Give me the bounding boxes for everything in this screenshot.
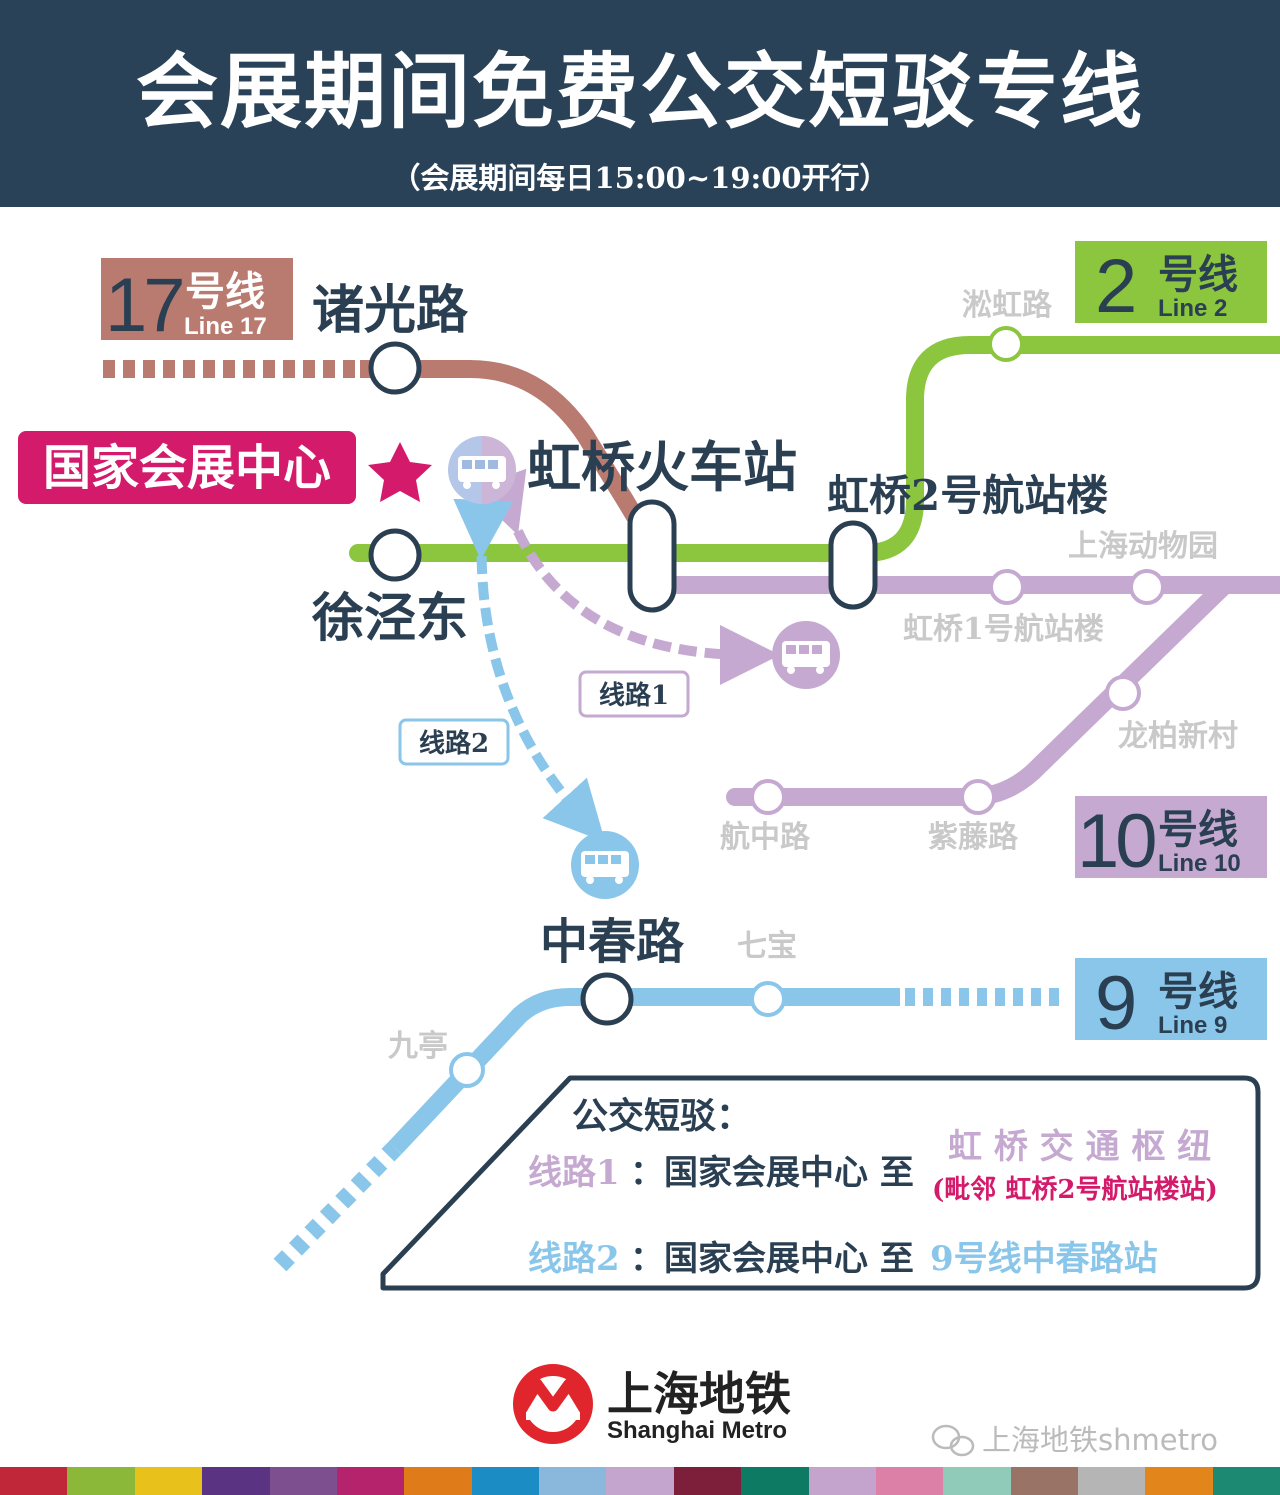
interchange-hongqiao-t2: [828, 520, 878, 610]
label-zhongchunlu: 中春路: [540, 914, 685, 970]
bus-stop-route1-icon: [772, 621, 840, 689]
station-xujingdong: [368, 528, 422, 582]
legend-route2-from: ：国家会展中心 至: [630, 1239, 914, 1279]
line9-badge: 9 号线 Line 9: [1075, 958, 1267, 1046]
color-strip: [0, 1467, 1280, 1495]
svg-text:号线: 号线: [1158, 252, 1238, 298]
legend-box: 公交短驳： 线路1 ：国家会展中心 至 虹 桥 交 通 枢 纽 (毗邻 虹桥2号…: [380, 1075, 1261, 1291]
header-banner: 会展期间免费公交短驳专线 （会展期间每日15:00~19:00开行）: [0, 0, 1280, 207]
label-longbai: 龙柏新村: [1118, 719, 1238, 754]
svg-text:Line 2: Line 2: [1158, 295, 1227, 322]
station-jiuting: [449, 1052, 485, 1088]
color-strip-segment: [673, 1467, 742, 1495]
label-hongqiao-t2: 虹桥2号航站楼: [827, 471, 1108, 520]
svg-text:号线: 号线: [185, 269, 265, 315]
svg-text:号线: 号线: [1158, 969, 1238, 1015]
station-qibao: [750, 981, 786, 1017]
color-strip-segment: [1078, 1467, 1146, 1495]
station-songhonglu: [988, 326, 1024, 362]
interchange-hongqiao-station: [627, 499, 677, 613]
svg-text:2: 2: [1095, 244, 1137, 329]
bus-stop-route2-icon: [571, 831, 639, 899]
label-shanghai-zoo: 上海动物园: [1068, 529, 1218, 564]
page-title: 会展期间免费公交短驳专线: [135, 44, 1144, 140]
svg-text:号线: 号线: [1158, 807, 1238, 853]
color-strip-segment: [0, 1467, 68, 1495]
svg-text:线路1: 线路1: [599, 680, 669, 711]
color-strip-segment: [269, 1467, 337, 1495]
legend-route1-name: 线路1: [528, 1153, 620, 1193]
logo-en: Shanghai Metro: [607, 1417, 787, 1444]
route2-tag: 线路2: [398, 718, 510, 766]
station-zhuguanglu: [368, 341, 422, 395]
label-xujingdong: 徐泾东: [311, 588, 468, 649]
station-hangzhonglu: [750, 779, 786, 815]
star-icon: [368, 442, 432, 502]
legend-route1-to: 虹 桥 交 通 枢 纽: [948, 1127, 1211, 1167]
color-strip-segment: [875, 1467, 944, 1495]
bus-route-2: [453, 498, 606, 843]
shanghai-metro-logo: 上海地铁 Shanghai Metro: [513, 1364, 791, 1444]
color-strip-segment: [943, 1467, 1011, 1495]
legend-route2-name: 线路2: [528, 1239, 620, 1279]
color-strip-segment: [471, 1467, 539, 1495]
color-strip-segment: [67, 1467, 135, 1495]
svg-text:10: 10: [1077, 799, 1155, 884]
logo-cn: 上海地铁: [607, 1367, 791, 1421]
color-strip-segment: [202, 1467, 270, 1495]
label-hongqiao-station: 虹桥火车站: [527, 435, 797, 499]
label-jiuting: 九亭: [388, 1029, 448, 1064]
color-strip-segment: [1010, 1467, 1078, 1495]
color-strip-segment: [808, 1467, 876, 1495]
svg-text:17: 17: [105, 263, 182, 348]
svg-text:Line 17: Line 17: [184, 313, 267, 340]
label-zhuguanglu: 诸光路: [312, 280, 469, 341]
svg-text:线路2: 线路2: [419, 728, 489, 759]
station-shanghai-zoo: [1129, 569, 1165, 605]
color-strip-segment: [741, 1467, 809, 1495]
line10-badge: 10 号线 Line 10: [1075, 796, 1267, 884]
venue-label-box: [18, 431, 356, 504]
watermark-text: 上海地铁shmetro: [982, 1423, 1218, 1457]
label-hangzhonglu: 航中路: [720, 820, 811, 855]
bus-stop-venue-icon: [448, 436, 516, 504]
legend-route1-from: ：国家会展中心 至: [630, 1153, 914, 1193]
svg-text:9: 9: [1095, 961, 1137, 1046]
station-hongqiao-t1: [989, 569, 1025, 605]
color-strip-segment: [404, 1467, 472, 1495]
color-strip-segment: [1212, 1467, 1280, 1495]
station-zhongchunlu: [580, 972, 634, 1026]
line2-badge: 2 号线 Line 2: [1075, 241, 1267, 329]
legend-heading: 公交短驳：: [572, 1095, 752, 1137]
legend-route1-note: (毗邻 虹桥2号航站楼站): [932, 1174, 1218, 1205]
label-hongqiao-t1: 虹桥1号航站楼: [903, 612, 1104, 647]
legend-route2-to: 9号线中春路站: [930, 1239, 1158, 1279]
color-strip-segment: [134, 1467, 203, 1495]
label-songhonglu: 淞虹路: [962, 288, 1053, 323]
color-strip-segment: [539, 1467, 607, 1495]
color-strip-segment: [1145, 1467, 1213, 1495]
station-ziteng: [960, 779, 996, 815]
label-qibao: 七宝: [737, 929, 797, 964]
color-strip-segment: [336, 1467, 405, 1495]
label-ziteng: 紫藤路: [928, 820, 1019, 855]
route1-tag: 线路1: [578, 670, 690, 718]
station-longbai: [1105, 675, 1141, 711]
line2-track: [349, 336, 1280, 562]
venue-label: 国家会展中心: [43, 440, 331, 496]
page-subtitle: （会展期间每日15:00~19:00开行）: [391, 161, 889, 195]
svg-text:Line 10: Line 10: [1158, 850, 1241, 877]
wechat-watermark: 上海地铁shmetro: [931, 1423, 1218, 1457]
line17-badge: 17 号线 Line 17: [101, 258, 293, 348]
color-strip-segment: [606, 1467, 674, 1495]
line9-track: [273, 988, 1060, 1272]
svg-text:Line 9: Line 9: [1158, 1012, 1227, 1039]
